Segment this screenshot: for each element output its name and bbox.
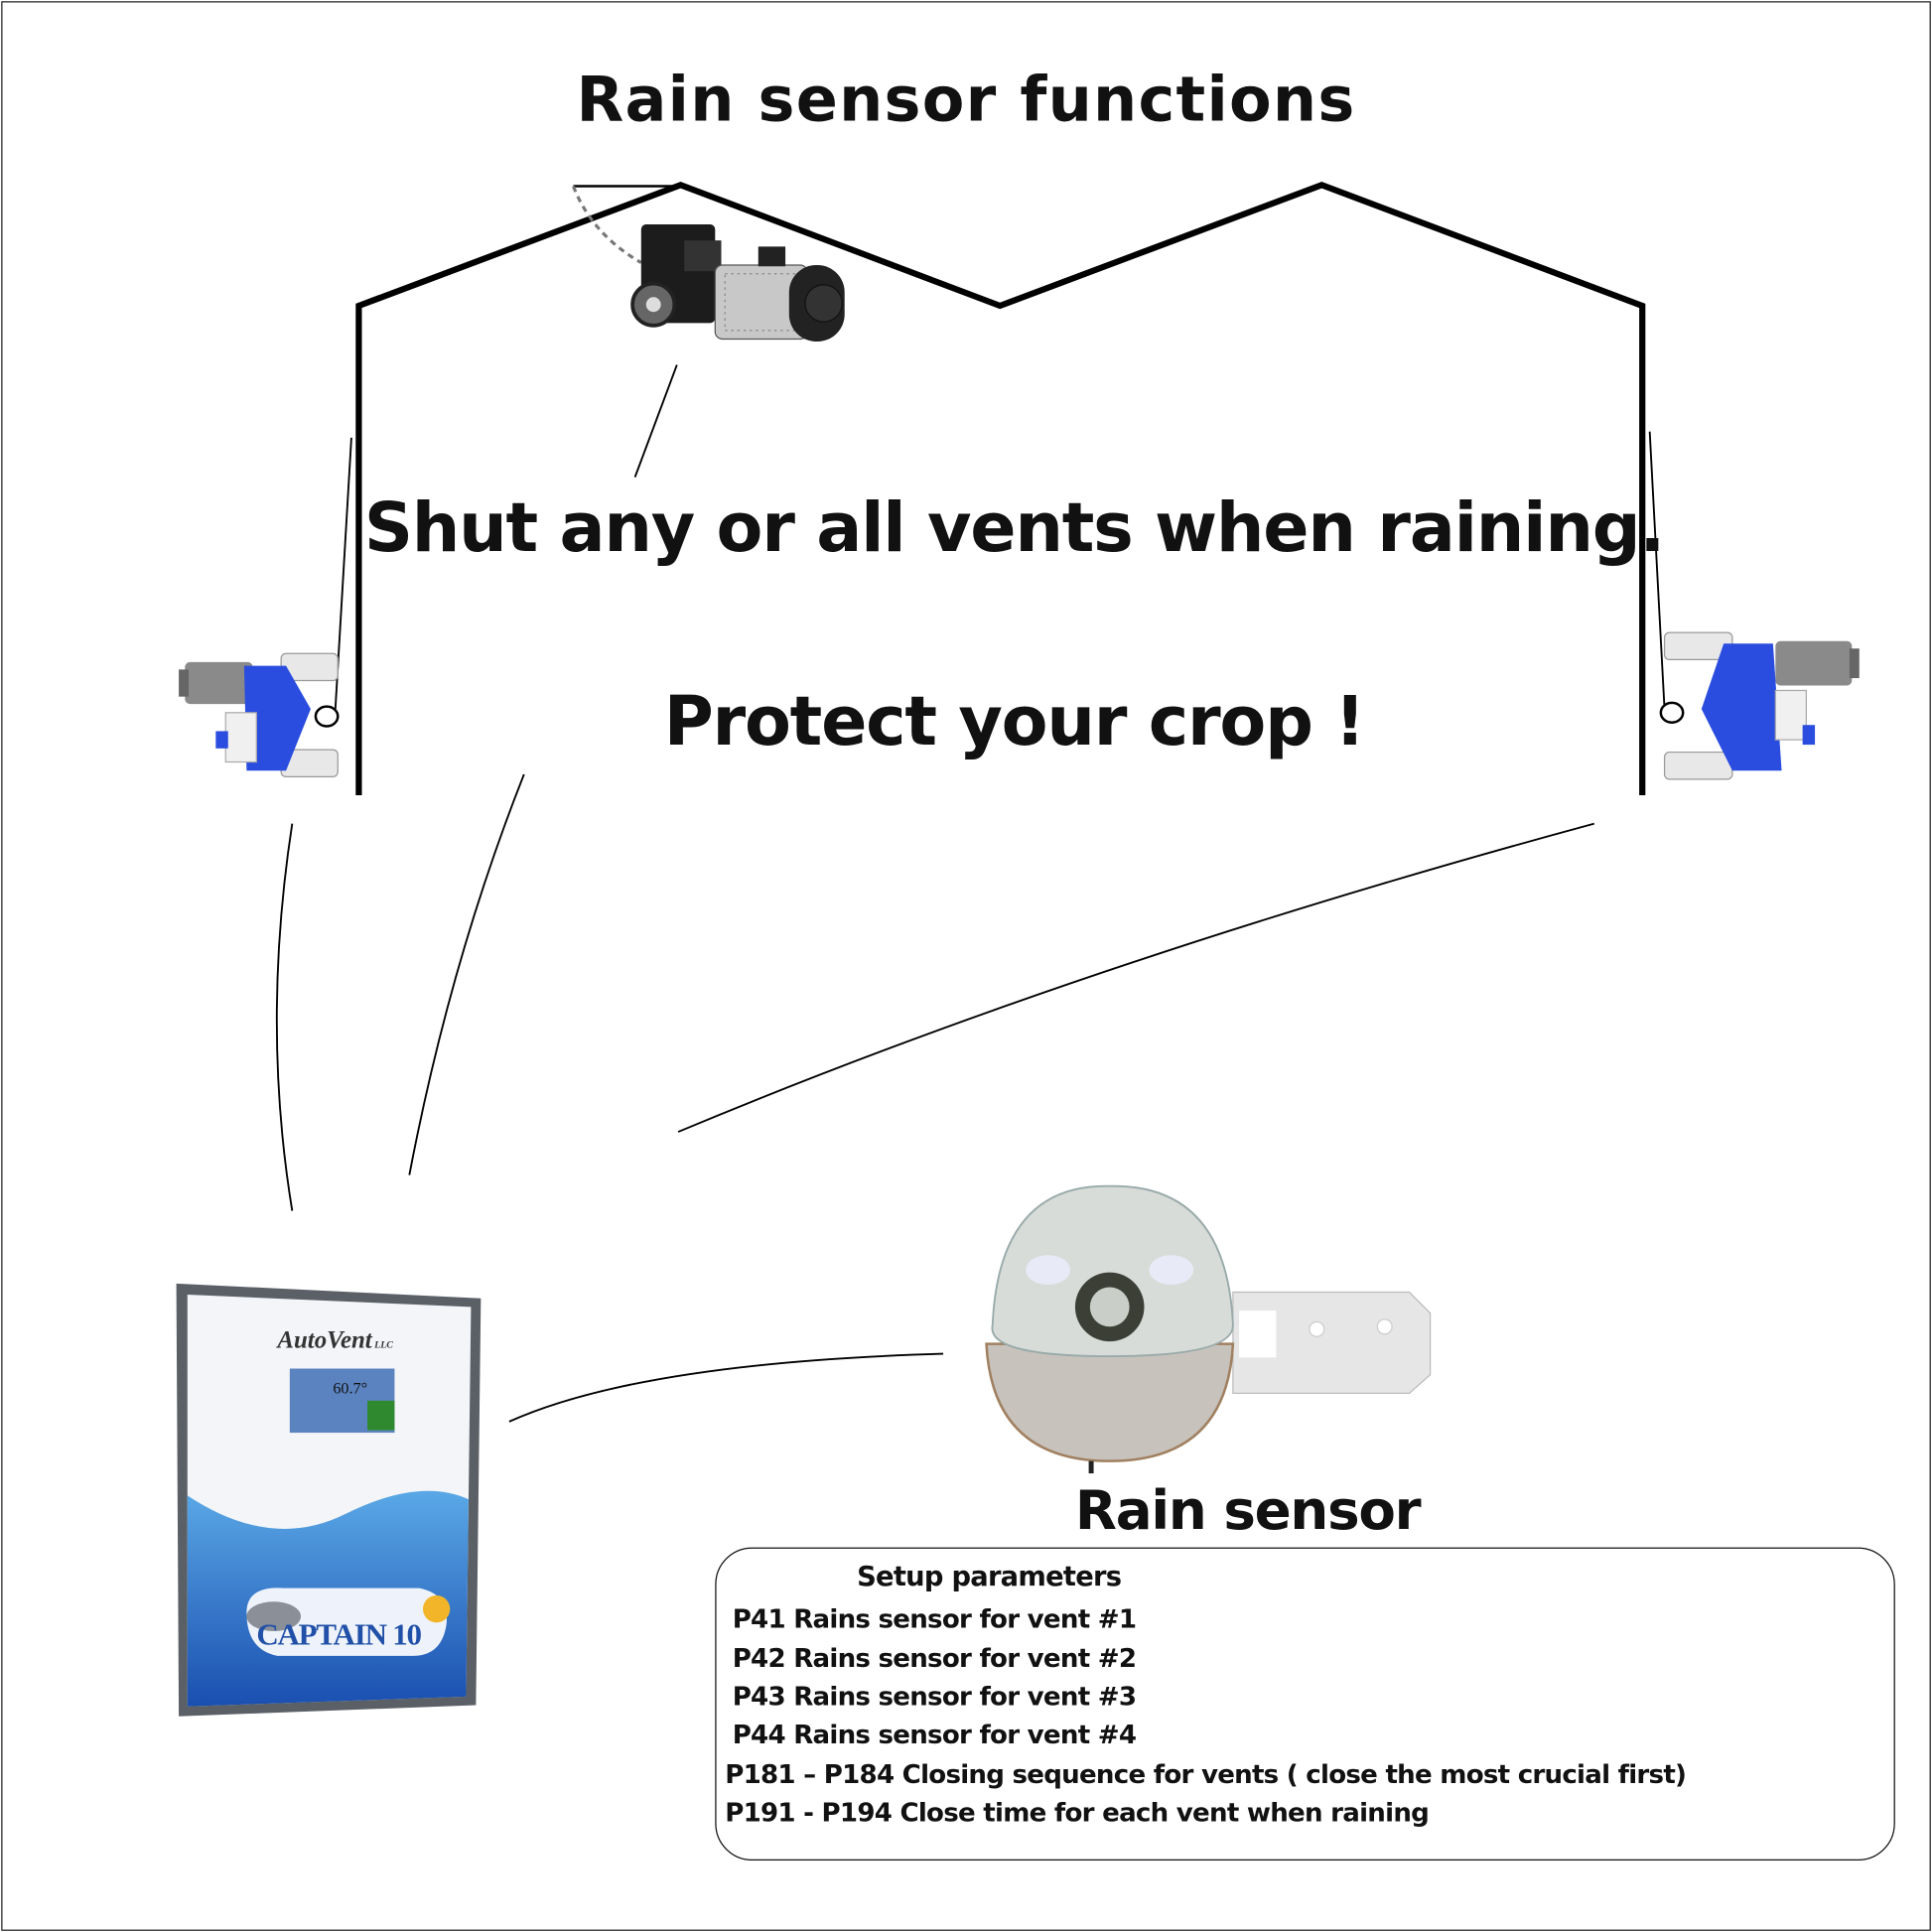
roof-vent-swing-arc	[572, 185, 642, 264]
controller-model: CAPTAIN 10	[256, 1618, 422, 1653]
greenhouse-roof-outline	[355, 181, 1646, 796]
slogan: Protect your crop !	[663, 681, 1366, 761]
wire-rain-sensor	[508, 1352, 944, 1423]
wire-roof-motor	[408, 773, 525, 1175]
right-vent-curtain	[1648, 431, 1666, 710]
rain-sensor-icon	[985, 1184, 1432, 1474]
headline: Shut any or all vents when raining.	[363, 487, 1665, 568]
wire-right-motor	[677, 822, 1595, 1133]
brand-suffix: LLC	[374, 1338, 393, 1350]
controller-display-temp: 60.7°	[333, 1378, 368, 1398]
param-p44: P44 Rains sensor for vent #4	[732, 1720, 1137, 1750]
right-vent-motor-icon	[1659, 631, 1860, 780]
roof-motor-pointer	[633, 364, 678, 478]
param-p43: P43 Rains sensor for vent #3	[732, 1681, 1137, 1712]
param-p181-p184: P181 – P184 Closing sequence for vents (…	[725, 1759, 1687, 1789]
left-vent-motor-icon	[179, 652, 340, 778]
param-p191-p194: P191 - P194 Close time for each vent whe…	[725, 1797, 1430, 1828]
setup-parameters-box	[715, 1547, 1895, 1862]
setup-heading: Setup parameters	[857, 1562, 1122, 1593]
param-p42: P42 Rains sensor for vent #2	[732, 1643, 1137, 1674]
roof-gear-motor-icon	[630, 224, 845, 343]
controller-enclosure-icon	[176, 1283, 482, 1717]
page-title: Rain sensor functions	[576, 64, 1356, 136]
brand-name: AutoVent	[277, 1326, 372, 1354]
wire-left-motor	[275, 823, 294, 1211]
param-p41: P41 Rains sensor for vent #1	[732, 1603, 1137, 1634]
rain-sensor-label: Rain sensor	[1074, 1479, 1422, 1543]
